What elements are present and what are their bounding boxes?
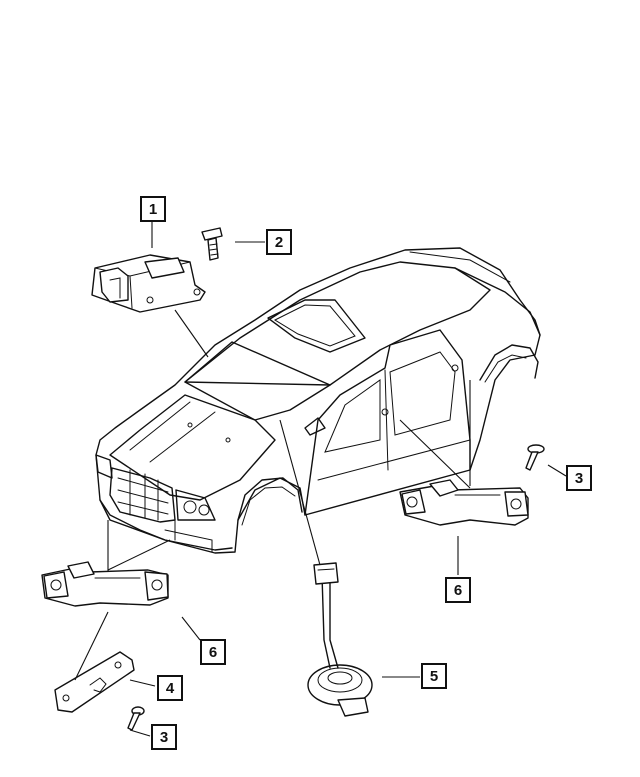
clockspring bbox=[307, 562, 373, 717]
impact-sensor-right bbox=[399, 479, 529, 526]
callout-6-left: 6 bbox=[200, 639, 226, 665]
impact-sensor-left bbox=[41, 561, 169, 607]
sensor-screw-right bbox=[525, 444, 545, 471]
sensor-bracket bbox=[54, 651, 135, 713]
callout-2: 2 bbox=[266, 229, 292, 255]
callout-3-left: 3 bbox=[151, 724, 177, 750]
vehicle-illustration bbox=[95, 247, 541, 554]
callout-3-right: 3 bbox=[566, 465, 592, 491]
mounting-bolt bbox=[201, 227, 223, 261]
callout-6-right: 6 bbox=[445, 577, 471, 603]
callout-5: 5 bbox=[421, 663, 447, 689]
bracket-screw bbox=[127, 706, 145, 731]
airbag-control-module bbox=[91, 254, 206, 313]
callout-1: 1 bbox=[140, 196, 166, 222]
leader-lines bbox=[74, 222, 567, 737]
callout-4: 4 bbox=[157, 675, 183, 701]
